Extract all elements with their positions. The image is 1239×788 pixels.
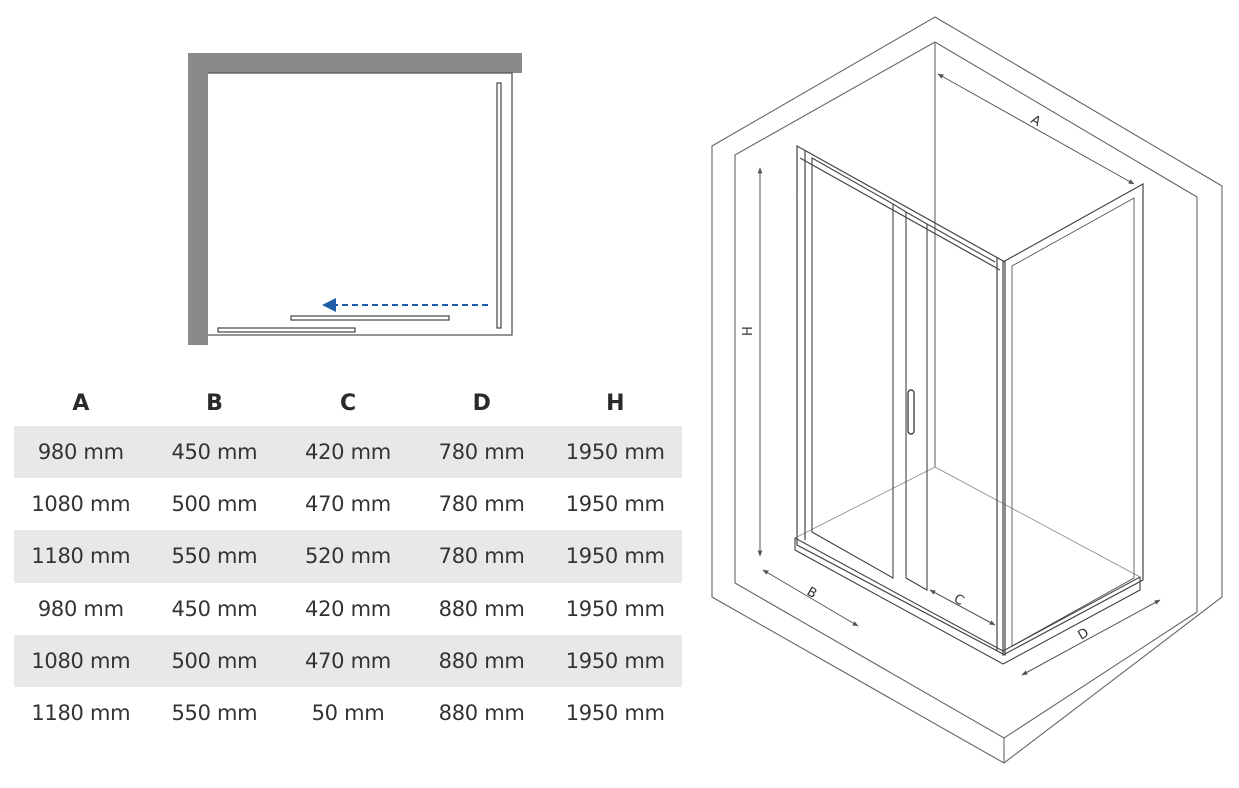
table-row: 1080 mm 500 mm 470 mm 780 mm 1950 mm (14, 478, 682, 530)
cell-b: 500 mm (171, 648, 258, 673)
cell-d: 780 mm (438, 544, 525, 569)
sliding-door-iso (811, 157, 996, 591)
table-header: A B C D H (14, 380, 682, 426)
cell-a: 1080 mm (31, 492, 131, 517)
side-panel-iso (1002, 182, 1144, 657)
cell-c: 470 mm (305, 492, 391, 517)
header-c: C (340, 390, 356, 416)
cell-d: 880 mm (438, 701, 525, 726)
cell-d: 780 mm (438, 492, 525, 517)
cell-d: 880 mm (438, 648, 525, 673)
dim-label-d: D (1076, 625, 1092, 643)
table-row: 1080 mm 500 mm 470 mm 880 mm 1950 mm (14, 634, 682, 687)
door-handle-icon (907, 389, 915, 435)
cell-a: 980 mm (37, 440, 124, 465)
dimensions-table: A B C D H 980 mm 450 mm 420 mm 780 mm 19… (14, 380, 682, 739)
cell-a: 980 mm (37, 596, 124, 621)
cell-b: 500 mm (171, 492, 258, 517)
dim-label-b: B (804, 584, 819, 601)
cell-b: 550 mm (171, 701, 258, 726)
cell-h: 1950 mm (565, 544, 665, 569)
cell-d: 880 mm (438, 596, 525, 621)
dimension-lines (757, 73, 1161, 676)
header-b: B (206, 390, 223, 416)
cell-h: 1950 mm (565, 701, 665, 726)
side-wall (188, 53, 208, 345)
table-row: 1180 mm 550 mm 520 mm 780 mm 1950 mm (14, 530, 682, 583)
cell-b: 550 mm (171, 544, 258, 569)
top-view-diagram (188, 53, 522, 345)
cell-c: 520 mm (305, 544, 391, 569)
cell-h: 1950 mm (565, 492, 665, 517)
cell-h: 1950 mm (565, 648, 665, 673)
slide-direction-arrowhead (322, 298, 336, 312)
cell-h: 1950 mm (565, 596, 665, 621)
cell-c: 420 mm (305, 596, 391, 621)
dim-line-a (937, 73, 1135, 185)
cell-c: 420 mm (305, 440, 391, 465)
sliding-door-panel (290, 315, 450, 321)
front-frame (796, 144, 1006, 656)
cell-c: 50 mm (311, 701, 385, 726)
dim-line-b (762, 569, 859, 627)
cell-d: 780 mm (438, 440, 525, 465)
dim-line-c (929, 589, 996, 626)
room-walls (711, 16, 1223, 764)
dim-label-a: A (1028, 112, 1043, 129)
enclosure-outline (208, 72, 513, 336)
cell-c: 470 mm (305, 648, 391, 673)
header-d: D (472, 390, 491, 416)
back-wall (188, 53, 522, 73)
isometric-diagram: A H B C D (711, 16, 1223, 764)
fixed-front-panel (217, 327, 356, 333)
cell-a: 1180 mm (31, 544, 131, 569)
dim-label-c: C (951, 591, 966, 609)
cell-a: 1180 mm (31, 701, 131, 726)
table-row: 980 mm 450 mm 420 mm 880 mm 1950 mm (14, 583, 682, 635)
dim-line-d (1021, 599, 1161, 676)
cell-b: 450 mm (171, 440, 258, 465)
header-h: H (606, 390, 625, 416)
cell-b: 450 mm (171, 596, 258, 621)
table-row: 1180 mm 550 mm 50 mm 880 mm 1950 mm (14, 687, 682, 739)
dim-label-h: H (741, 326, 756, 336)
header-a: A (72, 390, 90, 416)
cell-a: 1080 mm (31, 648, 131, 673)
table-row: 980 mm 450 mm 420 mm 780 mm 1950 mm (14, 426, 682, 479)
side-panel (496, 82, 502, 329)
cell-h: 1950 mm (565, 440, 665, 465)
